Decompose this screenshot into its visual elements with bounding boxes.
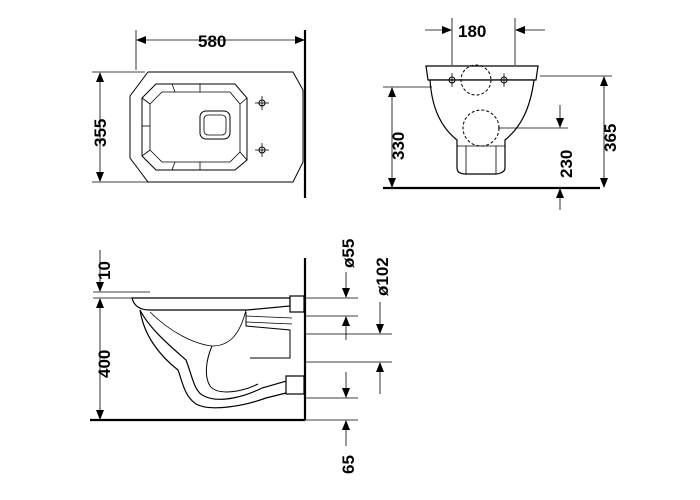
side-view-trap <box>205 345 259 393</box>
dim-label-depth: 355 <box>91 119 110 147</box>
fixing-hole-icon <box>255 96 269 110</box>
side-view-inlet-pipe <box>289 295 305 313</box>
fixing-hole-icon <box>255 143 269 157</box>
dim-label-d55: ø55 <box>339 239 358 268</box>
dim-label-inlet-height: 230 <box>557 150 576 178</box>
side-view-rim <box>131 297 291 311</box>
dim-label-total-height: 365 <box>601 124 620 152</box>
side-view-outlet-pipe <box>285 375 305 395</box>
top-view: 580 355 <box>91 30 307 198</box>
side-view: 10 400 ø55 ø102 65 <box>90 239 392 474</box>
front-view: 180 330 365 230 <box>383 18 620 210</box>
dim-label-side-height: 400 <box>95 350 114 378</box>
dim-label-d102: ø102 <box>373 257 392 296</box>
dim-label-width: 580 <box>198 32 226 51</box>
front-view-rim <box>425 65 539 81</box>
top-view-bowl-outline <box>129 71 304 183</box>
fixing-hole-icon <box>445 73 459 87</box>
front-view-bowl <box>429 79 535 175</box>
front-view-inlet-circle <box>460 64 492 96</box>
top-view-drain <box>199 110 231 140</box>
dim-label-outlet-height: 330 <box>389 132 408 160</box>
side-view-bowl <box>139 309 291 409</box>
dim-label-front-width: 180 <box>458 22 486 41</box>
top-view-bowl-inner <box>141 83 248 171</box>
dim-label-top-offset: 10 <box>95 261 114 280</box>
dim-label-floor-offset: 65 <box>339 455 358 474</box>
fixing-hole-icon <box>497 73 511 87</box>
